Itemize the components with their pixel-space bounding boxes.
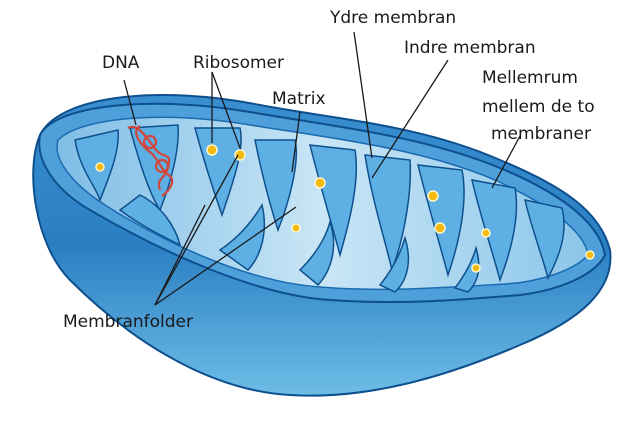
ribosome	[292, 224, 300, 232]
ribosome	[96, 163, 104, 171]
label-intermembrane-1: Mellemrum	[482, 67, 578, 89]
label-matrix: Matrix	[272, 88, 326, 110]
label-intermembrane-3: membraner	[491, 123, 591, 145]
ribosome	[435, 223, 445, 233]
ribosome	[207, 145, 217, 155]
label-intermembrane-2: mellem de to	[482, 96, 595, 118]
label-dna: DNA	[102, 52, 139, 74]
label-ribosomes: Ribosomer	[193, 52, 284, 74]
label-outer-membrane: Ydre membran	[330, 7, 456, 29]
ribosome	[482, 229, 490, 237]
ribosome	[428, 191, 438, 201]
label-cristae: Membranfolder	[63, 311, 193, 333]
label-inner-membrane: Indre membran	[404, 37, 536, 59]
ribosome	[586, 251, 594, 259]
ribosome	[315, 178, 325, 188]
ribosome	[472, 264, 480, 272]
